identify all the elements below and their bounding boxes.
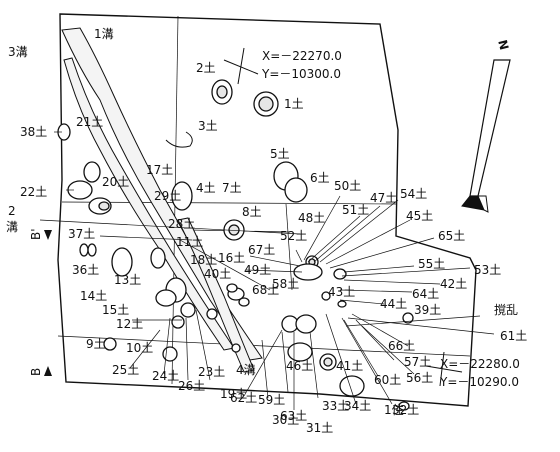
pit-label-55: 55土 (418, 257, 445, 271)
pit-label-7: 7土 (222, 181, 242, 195)
pit-label-44: 44土 (380, 297, 407, 311)
pit-label-6: 6土 (310, 171, 330, 185)
pit-label-48: 48土 (298, 211, 325, 225)
pit-label-2: 2土 (196, 61, 216, 75)
pit-label-4: 4土 (196, 181, 216, 195)
pit-label-43: 43土 (328, 285, 355, 299)
pit-label-40: 40土 (204, 267, 231, 281)
ditch-4-band (177, 217, 255, 373)
coord-2-y: Y=－10290.0 (439, 375, 519, 389)
pit-label-33: 33土 (322, 399, 349, 413)
pit-label-12: 12土 (116, 317, 143, 331)
coord-cross-2 (425, 351, 463, 387)
pit-label-14: 14土 (80, 289, 107, 303)
coord-cross-1 (223, 47, 259, 85)
pit-label-8: 8土 (242, 205, 262, 219)
excavation-boundary (57, 13, 477, 407)
pit-label-20: 20土 (102, 175, 129, 189)
pit-label-11: 11土 (176, 235, 203, 249)
pit-label-16: 16土 (218, 251, 245, 265)
pit-label-10: 10土 (126, 341, 153, 355)
ditch-1-label: 1溝 (94, 27, 114, 41)
pit-label-56: 56土 (406, 371, 433, 385)
pit-label-34: 34土 (344, 399, 371, 413)
pit-label-65: 65土 (438, 229, 465, 243)
pit-label-54: 54土 (400, 187, 427, 201)
pit-label-19: 19土 (220, 387, 247, 401)
pit-label-63: 63土 (280, 409, 307, 423)
pit-label-17: 17土 (146, 163, 173, 177)
pit-label-21: 21土 (76, 115, 103, 129)
dwelling-label: 1住 (384, 403, 404, 417)
pit-label-57: 57土 (404, 355, 431, 369)
ditch-2-char: 2 (8, 204, 16, 218)
pit-label-32: 32土 (392, 403, 419, 417)
pit-label-25: 25土 (112, 363, 139, 377)
pit-label-53: 53土 (474, 263, 501, 277)
pit-label-37: 37土 (68, 227, 95, 241)
north-label: N (495, 38, 511, 51)
pit-label-9: 9土 (86, 337, 106, 351)
pit-label-38: 38土 (20, 125, 47, 139)
pit-label-23: 23土 (198, 365, 225, 379)
coord-1-x: X=－22270.0 (262, 49, 342, 63)
pit-label-13: 13土 (114, 273, 141, 287)
pit-features (57, 79, 414, 411)
coord-1-y: Y=－10300.0 (261, 67, 341, 81)
pit-label-36: 36土 (72, 263, 99, 277)
pit-label-67: 67土 (248, 243, 275, 257)
pit-label-29: 29土 (154, 189, 181, 203)
pit-label-64: 64土 (412, 287, 439, 301)
pit-label-61: 61土 (500, 329, 527, 343)
section-markers: B' B (29, 228, 52, 376)
pit-label-50: 50土 (334, 179, 361, 193)
pit-label-30: 30土 (272, 413, 299, 427)
pit-label-24: 24土 (152, 369, 179, 383)
pit-label-5: 5土 (270, 147, 290, 161)
pit-label-28: 28土 (168, 217, 195, 231)
pit-labels: 1土 2土 3土 4土 5土 6土 7土 8土 9土 10土 11土 12土 1… (20, 61, 527, 435)
pit-label-45: 45土 (406, 209, 433, 223)
pit-label-26: 26土 (178, 379, 205, 393)
pit-label-66: 66土 (388, 339, 415, 353)
coord-2-x: X=－22280.0 (440, 357, 520, 371)
ditch-1-band (61, 27, 263, 361)
ditch-3-label: 3溝 (8, 45, 28, 59)
pit-label-3: 3土 (198, 119, 218, 133)
pit-label-41: 41土 (336, 359, 363, 373)
pit-label-42: 42土 (440, 277, 467, 291)
pit-label-60: 60土 (374, 373, 401, 387)
north-arrow: N (461, 38, 511, 213)
pit-label-51: 51土 (342, 203, 369, 217)
pit-label-49: 49土 (244, 263, 271, 277)
leader-lines (39, 131, 495, 410)
pit-label-18: 18土 (190, 253, 217, 267)
pit-label-31: 31土 (306, 421, 333, 435)
pit-label-46: 46土 (286, 359, 313, 373)
pit-label-22: 22土 (20, 185, 47, 199)
pit-label-15: 15土 (102, 303, 129, 317)
pit-label-52: 52土 (280, 229, 307, 243)
section-b-prime: B' (29, 228, 43, 240)
pit-label-68: 68土 (252, 283, 279, 297)
pit-label-59: 59土 (258, 393, 285, 407)
section-b: B (29, 368, 43, 376)
ditch-4-label: 4溝 (236, 363, 256, 377)
pit-label-58: 58土 (272, 277, 299, 291)
pit-label-62: 62土 (230, 391, 257, 405)
disturbance-label: 撹乱 (494, 303, 518, 317)
pit-label-47: 47土 (370, 191, 397, 205)
pit-label-39: 39土 (414, 303, 441, 317)
pit-label-1: 1土 (284, 97, 304, 111)
